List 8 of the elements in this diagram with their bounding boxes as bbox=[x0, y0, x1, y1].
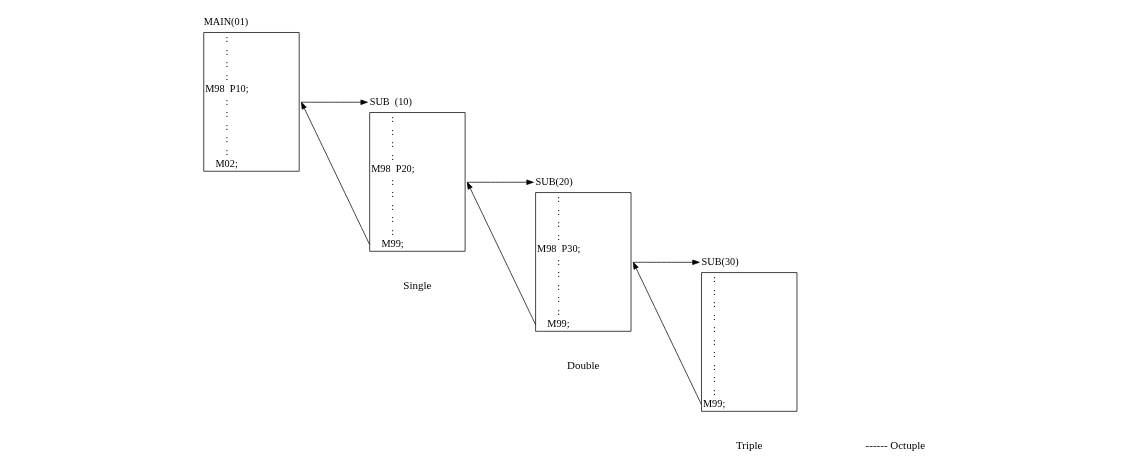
node-label: SUB (10) bbox=[369, 96, 412, 108]
node-label: MAIN(01) bbox=[203, 16, 248, 28]
label: Double bbox=[566, 359, 600, 372]
label: ------ Octuple bbox=[865, 439, 925, 452]
node-label: SUB(30) bbox=[701, 256, 739, 268]
label: Triple bbox=[735, 439, 762, 452]
label: Single bbox=[402, 279, 431, 292]
node-label: SUB(20) bbox=[535, 176, 573, 188]
